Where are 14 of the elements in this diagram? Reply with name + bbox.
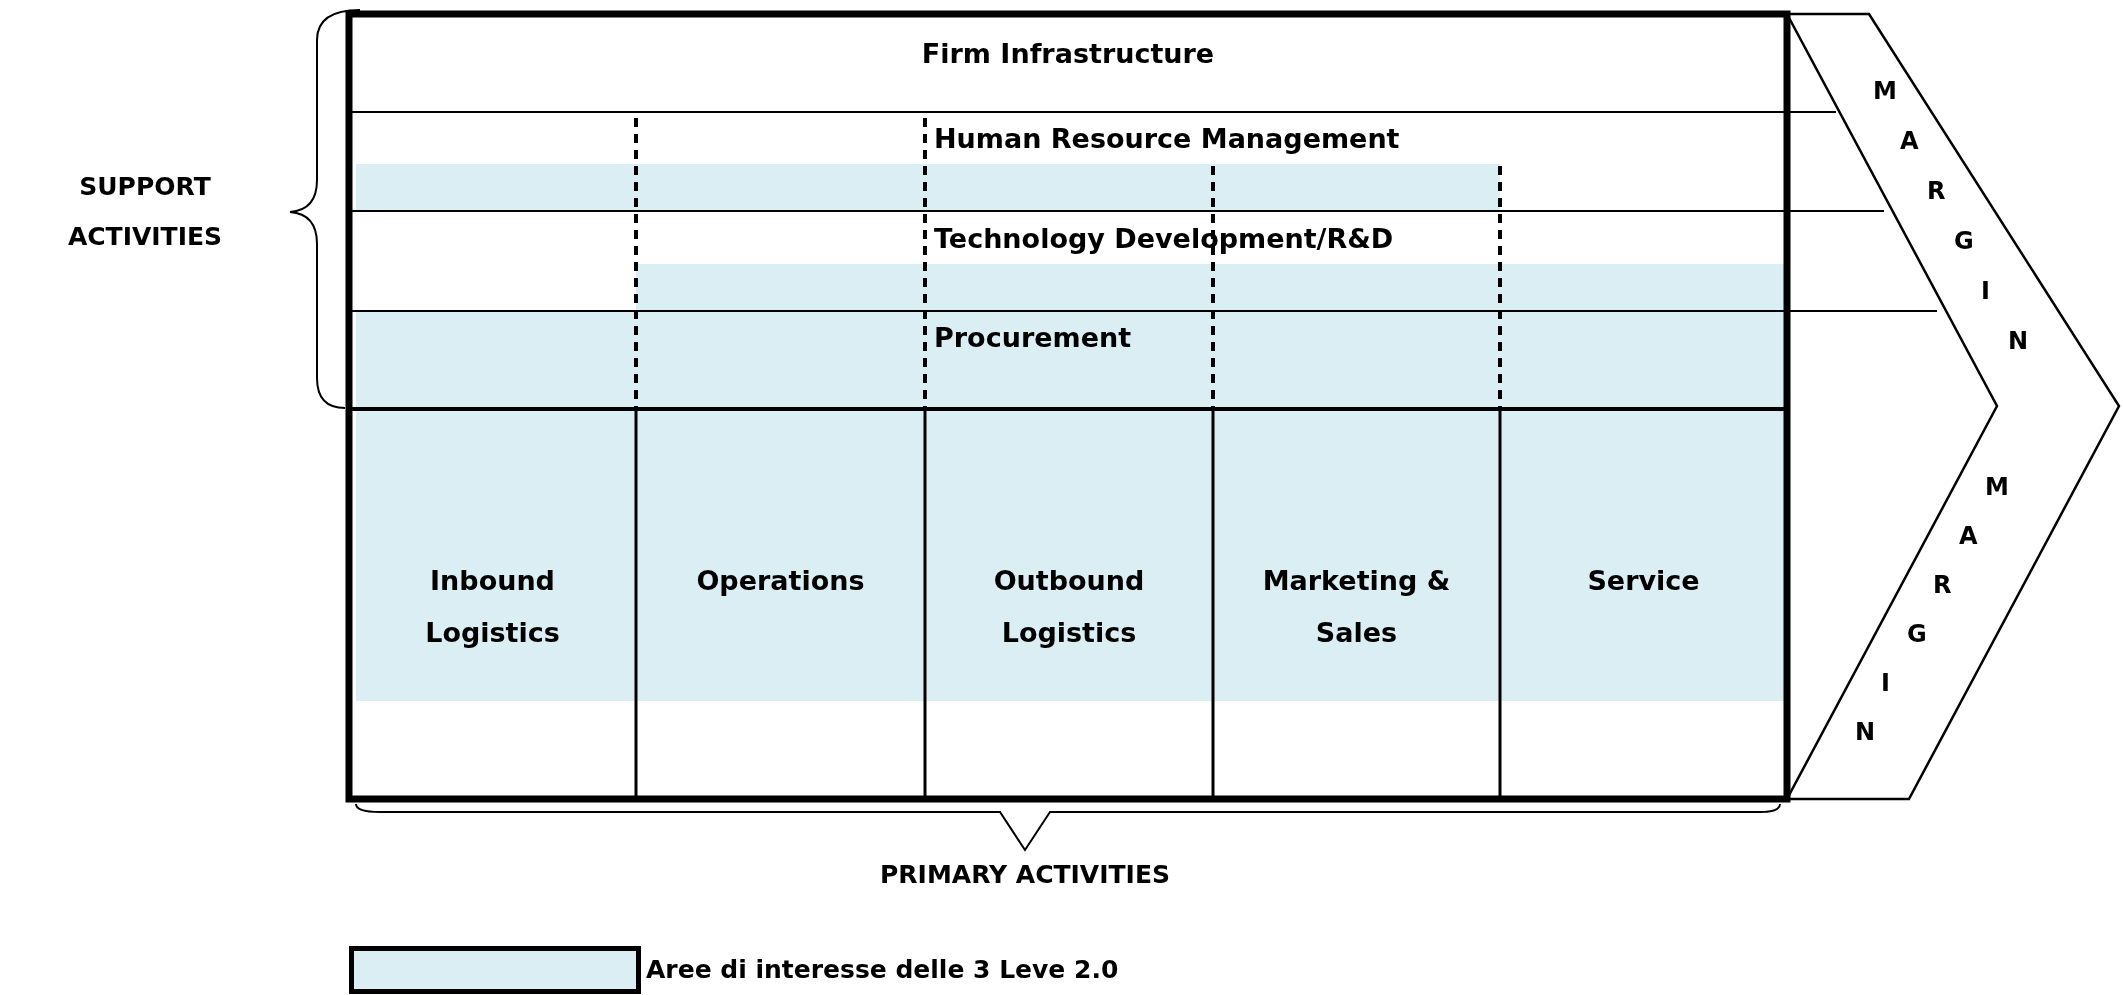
section-label: SUPPORT ACTIVITIES [66,171,224,253]
activity-title: Human Resource Management [934,122,1400,156]
activity-title: Marketing & Sales [1261,564,1452,650]
activity-title: Outbound Logistics [992,564,1146,650]
activity-title: Inbound Logistics [424,564,561,650]
activity-title: Service [1586,564,1701,598]
margin-label: MARGIN [1855,472,2010,748]
legend-text: Aree di interesse delle 3 Leve 2.0 [646,954,1119,986]
margin-label: MARGIN [1873,76,2030,357]
activity-title: Operations [695,564,866,598]
activity-title: Firm Infrastructure [920,37,1216,71]
section-label: PRIMARY ACTIVITIES [879,859,1171,891]
activity-title: Procurement [934,321,1132,355]
activity-title: Technology Development/R&D [934,222,1394,256]
